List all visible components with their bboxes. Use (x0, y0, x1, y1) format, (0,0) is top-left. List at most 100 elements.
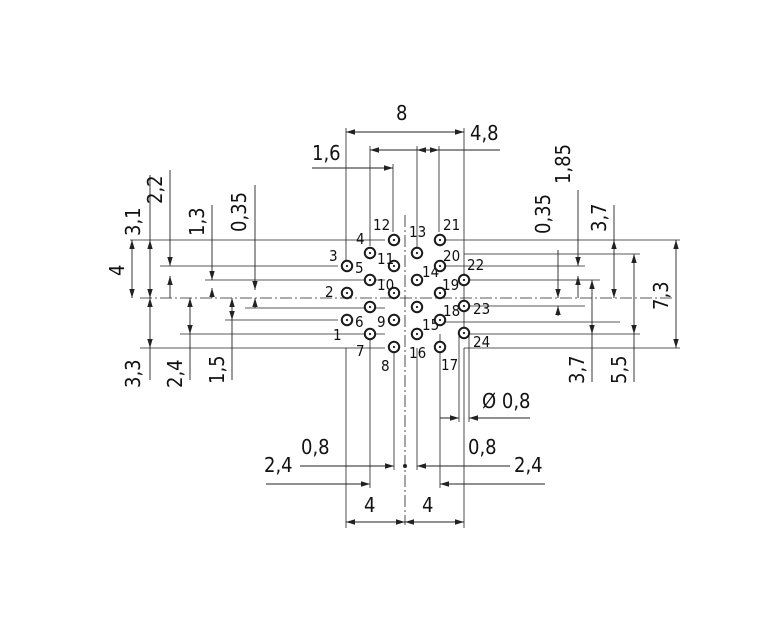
pin-number-label: 9 (377, 313, 386, 331)
dim-label-right-7-3: 7,3 (649, 281, 673, 310)
dim-label-top-width: 8 (396, 101, 407, 125)
pin-2: 2 (325, 283, 354, 301)
dim-left-3-1: 3,1 (121, 175, 153, 298)
pin-center-dot (392, 318, 396, 322)
dim-left-1-5: 1,5 (205, 298, 235, 384)
pin-number-label: 7 (356, 342, 365, 360)
pin-11: 11 (377, 250, 401, 273)
pin-center-dot (438, 264, 442, 268)
pin-number-label: 19 (442, 276, 459, 294)
dim-bottom-4-4: 4 4 (345, 348, 465, 528)
pin-20: 20 (433, 247, 460, 273)
dim-bottom-0-8-2-4: 0,8 0,8 2,4 2,4 (264, 334, 545, 488)
pin-1: 1 (333, 313, 354, 344)
pin-number-label: 16 (409, 344, 426, 362)
dim-label-left-1-3: 1,3 (185, 207, 209, 236)
pin-center-dot (438, 291, 442, 295)
pin-number-label: 2 (325, 283, 334, 301)
dim-label-right-3-7-bottom: 3,7 (565, 355, 589, 384)
pin-19: 19 (433, 276, 459, 300)
dim-label-left-0-35: 0,35 (227, 192, 251, 232)
dim-top-4-8: 4,8 (416, 121, 500, 256)
dim-label-left-1-5: 1,5 (205, 355, 229, 384)
pin-22: 22 (457, 256, 484, 287)
pin-number-label: 23 (473, 300, 490, 318)
pin-center-dot (462, 304, 466, 308)
pin-number-label: 24 (473, 333, 490, 351)
dim-left-0-35: 0,35 (227, 185, 258, 308)
pin-number-label: 13 (409, 223, 426, 241)
pin-center-dot (392, 264, 396, 268)
dim-label-bottom-4-right: 4 (422, 493, 433, 517)
pin-16: 16 (409, 327, 426, 362)
dim-label-top-1-6: 1,6 (312, 141, 341, 165)
pin-6: 6 (355, 300, 377, 331)
pin-21: 21 (433, 216, 460, 247)
pin-center-dot (462, 331, 466, 335)
dim-label-right-1-85: 1,85 (551, 144, 575, 184)
pin-number-label: 17 (441, 356, 458, 374)
pin-center-dot (415, 251, 419, 255)
dim-label-right-3-7-top: 3,7 (587, 203, 611, 232)
dim-right-5-5: 5,5 (607, 254, 637, 384)
pin-18: 18 (433, 302, 460, 327)
dim-left-2-4: 2,4 (163, 298, 193, 388)
pin-center-dot (368, 332, 372, 336)
pin-23: 23 (457, 299, 490, 318)
dim-right-0-35: 0,35 (531, 194, 561, 316)
dim-label-top-4-8: 4,8 (470, 121, 499, 145)
dim-label-right-5-5: 5,5 (607, 355, 631, 384)
pin-center-dot (438, 345, 442, 349)
dim-right-7-3: 7,3 (649, 240, 679, 348)
pin-10: 10 (377, 276, 401, 300)
pin-7: 7 (356, 327, 377, 360)
pin-9: 9 (377, 313, 401, 331)
dim-diameter: Ø 0,8 (440, 334, 530, 422)
dim-label-left-2-4: 2,4 (163, 359, 187, 388)
pin-center-dot (462, 278, 466, 282)
pin-center-dot (438, 238, 442, 242)
dim-left-2-2: 2,2 (143, 170, 173, 298)
pin-24: 24 (457, 326, 490, 351)
pin-center-dot (438, 318, 442, 322)
pin-number-label: 3 (329, 247, 338, 265)
dim-label-bottom-0-8-right: 0,8 (468, 435, 497, 459)
dim-label-left-4: 4 (105, 265, 129, 276)
dim-label-right-0-35: 0,35 (531, 194, 555, 234)
dim-label-bottom-2-4-right: 2,4 (514, 453, 543, 477)
pin-5: 5 (355, 259, 377, 287)
dim-label-bottom-0-8-left: 0,8 (301, 435, 330, 459)
dim-label-left-3-3: 3,3 (121, 359, 145, 388)
dim-left-4: 4 (105, 240, 135, 298)
pin-4: 4 (356, 230, 377, 260)
pin-center-dot (368, 278, 372, 282)
pin-12: 12 (373, 216, 401, 247)
dim-label-diameter: Ø 0,8 (482, 389, 530, 413)
pin-center-dot (415, 305, 419, 309)
pin-center-dot (392, 291, 396, 295)
pin-center-dot (392, 345, 396, 349)
dim-label-bottom-2-4-left: 2,4 (264, 453, 293, 477)
dim-label-left-2-2: 2,2 (143, 175, 167, 204)
pin-center-dot (345, 264, 349, 268)
pin-number-label: 22 (467, 256, 484, 274)
pin-center-dot (345, 291, 349, 295)
pin-number-label: 1 (333, 326, 342, 344)
pin-center-dot (368, 251, 372, 255)
dim-right-3-7-top: 3,7 (587, 203, 617, 298)
pin-number-label: 5 (355, 259, 364, 277)
pin-number-label: 8 (381, 357, 390, 375)
dim-right-1-85: 1,85 (551, 144, 581, 298)
pin-number-label: 18 (443, 302, 460, 320)
dim-label-bottom-4-left: 4 (364, 493, 375, 517)
dim-right-3-7-bottom: 3,7 (565, 280, 595, 384)
pin-8: 8 (381, 340, 401, 375)
dim-label-left-3-1: 3,1 (121, 207, 145, 236)
pin-center-dot (392, 238, 396, 242)
pin-number-label: 6 (355, 313, 364, 331)
dim-top-1-6: 1,6 (312, 141, 440, 246)
dim-top-8: 8 (345, 101, 465, 330)
pin-center-dot (415, 332, 419, 336)
